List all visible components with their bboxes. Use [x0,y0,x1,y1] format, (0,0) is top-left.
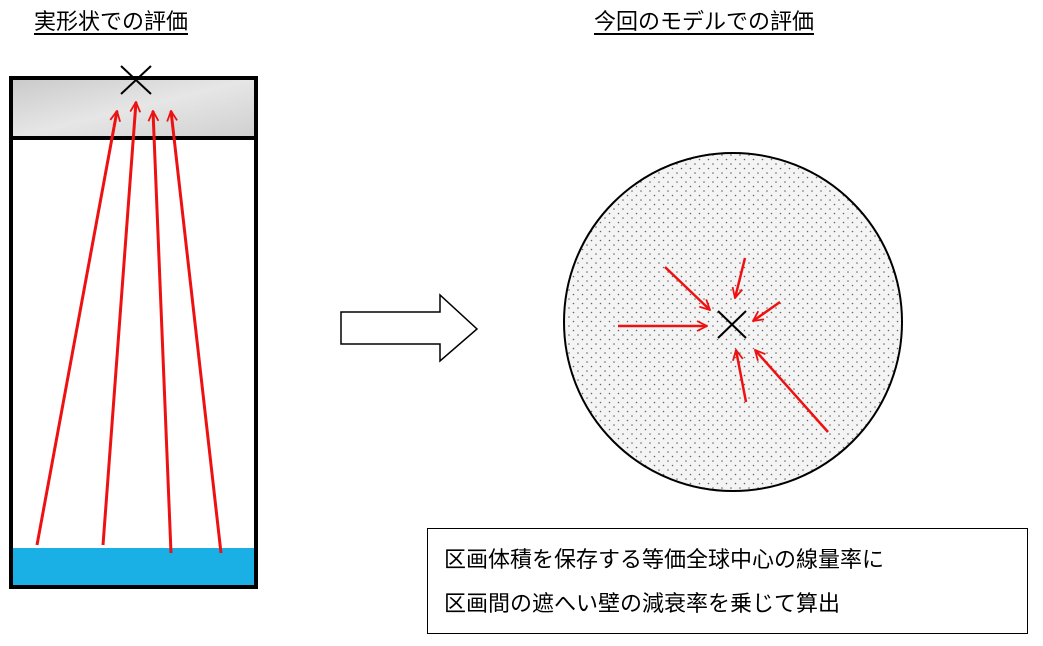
ray-arrow [153,111,173,554]
source-pool [11,548,255,587]
ray-arrow [755,350,829,433]
actual-geometry-model [9,65,258,589]
note-line-2: 区画間の遮へい壁の減衰率を乗じて算出 [444,592,841,617]
transition-arrow-icon [340,293,479,363]
equivalent-sphere [563,152,903,492]
ray-arrow [101,102,136,546]
note-line-1: 区画体積を保存する等価全球中心の線量率に [444,548,885,573]
right-panel-title: 今回のモデルでの評価 [594,10,815,35]
ray-arrow [736,350,748,403]
evaluation-point-x-mark-icon [120,65,152,95]
ray-arrow [35,111,117,546]
ray-arrow [664,266,710,310]
ray-arrow [171,111,223,554]
ray-arrow [735,257,747,298]
ray-arrow [753,300,781,321]
left-panel-title: 実形状での評価 [34,10,189,35]
converging-rays [618,257,829,433]
calculation-note-box: 区画体積を保存する等価全球中心の線量率に 区画間の遮へい壁の減衰率を乗じて算出 [427,528,1028,634]
sphere-center-x-mark-icon [717,310,747,339]
radiation-rays [35,102,223,554]
equivalent-sphere-model [563,152,903,492]
